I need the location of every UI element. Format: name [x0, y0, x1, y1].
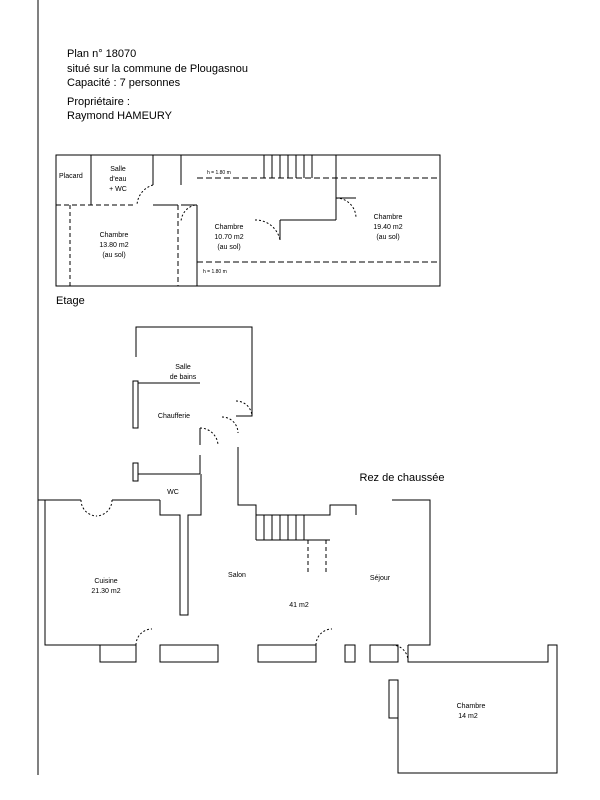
door-swing: [254, 219, 281, 241]
door-swing: [136, 184, 154, 206]
chambre3-note: (au sol): [376, 234, 399, 241]
plan-capacity: Capacité : 7 personnes: [67, 77, 181, 89]
door-swing: [221, 416, 239, 434]
owner-label: Propriétaire :: [67, 95, 130, 108]
salle-bains-label-2: de bains: [170, 374, 197, 381]
etage-plan: Placard Salle d'eau + WC Chambre 13.80 m…: [55, 154, 441, 307]
wall-pier: [388, 679, 399, 719]
door-swing: [199, 427, 219, 446]
door-swing: [315, 628, 333, 646]
window: [257, 644, 317, 663]
height-label-bottom: h = 1.80 m: [203, 269, 227, 275]
rdc-title: Rez de chaussée: [360, 472, 445, 484]
rdc-stairs: [255, 515, 330, 541]
bathroom-walls: [135, 326, 253, 417]
sejour-wall: [392, 499, 431, 646]
wc-label: WC: [167, 489, 179, 496]
salle-eau-label-2: d'eau: [110, 176, 127, 183]
chambre1-label: Chambre: [100, 232, 129, 239]
chambre2-note: (au sol): [217, 244, 240, 251]
placard-label: Placard: [59, 173, 83, 180]
cuisine-area: 21.30 m2: [91, 588, 120, 595]
door-swing: [391, 644, 409, 662]
chambre1-note: (au sol): [102, 252, 125, 259]
chambre3-label: Chambre: [374, 214, 403, 221]
door-swing: [180, 204, 196, 223]
chambre-walls: [397, 644, 558, 774]
door-swing: [95, 499, 113, 517]
window: [159, 644, 219, 663]
chambre3-area: 19.40 m2: [373, 224, 402, 231]
chambre-rdc-area: 14 m2: [458, 713, 478, 720]
height-label-top: h = 1.80 m: [207, 170, 231, 176]
window: [369, 644, 399, 663]
salle-eau-label-1: Salle: [110, 166, 126, 173]
chambre-rdc-label: Chambre: [457, 703, 486, 710]
chambre2-label: Chambre: [215, 224, 244, 231]
salle-eau-label-3: + WC: [109, 186, 127, 193]
chambre2-area: 10.70 m2: [214, 234, 243, 241]
etage-stairs: [263, 155, 313, 178]
chaufferie-label: Chaufferie: [158, 413, 190, 420]
door-swing: [135, 628, 153, 646]
salon-label: Salon: [228, 572, 246, 579]
rdc-plan: Salle de bains Chaufferie WC Rez de chau…: [38, 326, 558, 774]
door-swing: [335, 197, 357, 219]
plan-location: situé sur la commune de Plougasnou: [67, 62, 248, 75]
chambre1-area: 13.80 m2: [99, 242, 128, 249]
cuisine-label: Cuisine: [94, 578, 117, 585]
wall-pier: [132, 462, 139, 482]
etage-title: Etage: [56, 295, 85, 307]
door-swing: [80, 499, 98, 517]
sejour-label: Séjour: [370, 575, 391, 582]
owner-name: Raymond HAMEURY: [67, 110, 172, 122]
door-swing: [235, 400, 253, 417]
etage-outline: [55, 154, 441, 287]
kitchen-wall: [159, 474, 202, 616]
salon-area: 41 m2: [289, 602, 309, 609]
wall-pier: [132, 380, 139, 429]
salle-bains-label-1: Salle: [175, 364, 191, 371]
plan-number: Plan n° 18070: [67, 48, 137, 60]
salon-wall: [237, 447, 357, 516]
plan-header: Plan n° 18070 situé sur la commune de Pl…: [67, 47, 248, 124]
window: [99, 644, 137, 663]
window: [344, 644, 356, 663]
kitchen-outer-wall: [44, 500, 100, 646]
